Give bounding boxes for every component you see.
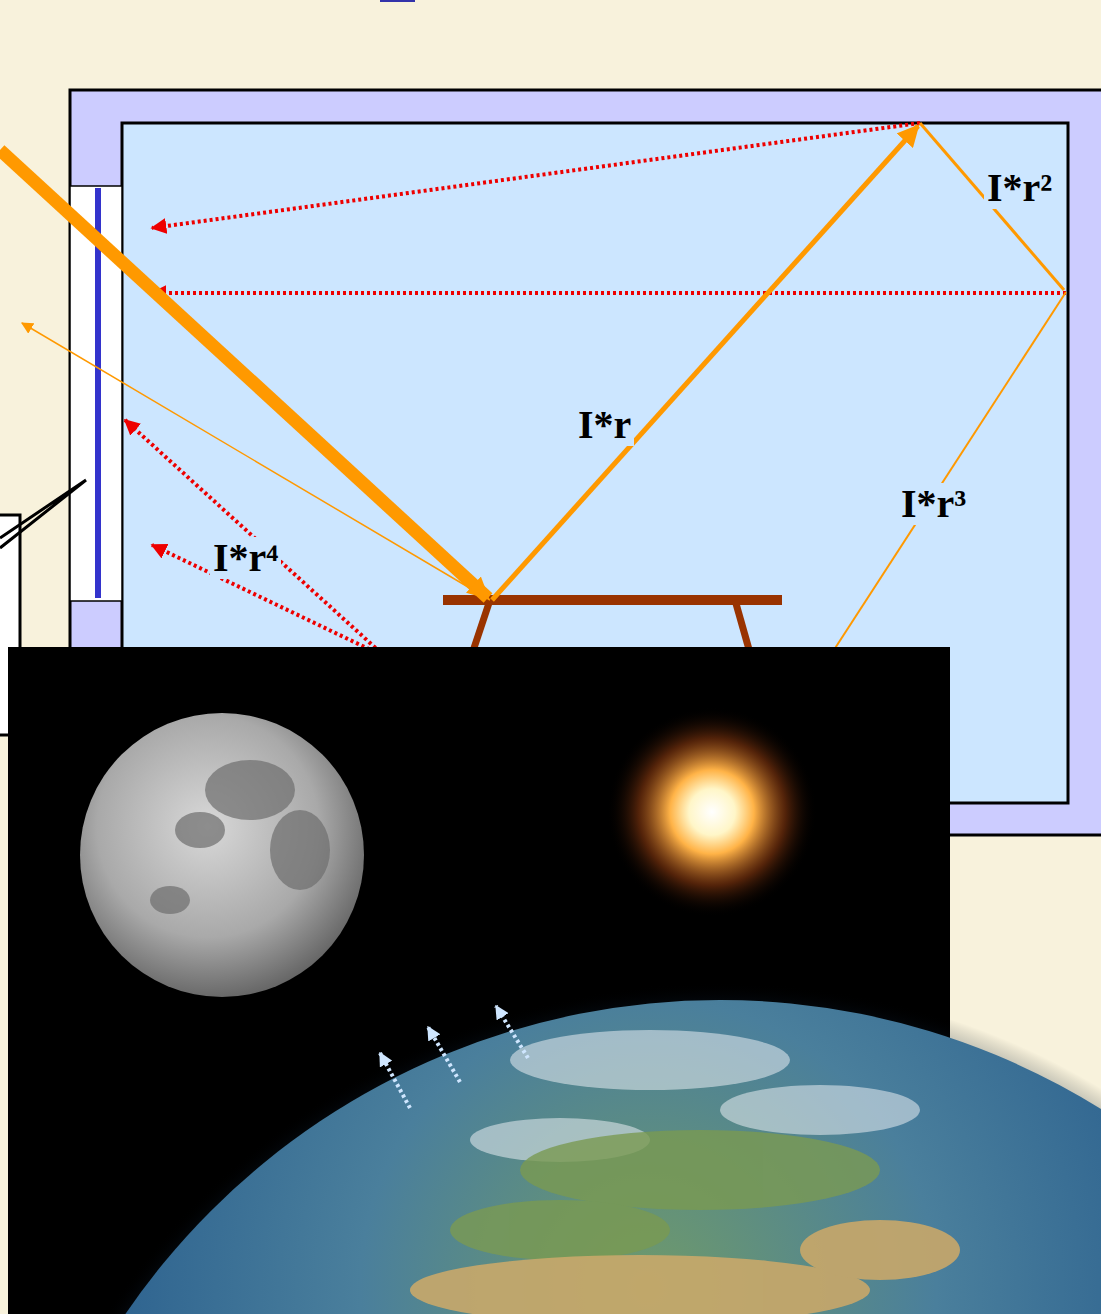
reflected-ray — [492, 126, 918, 600]
radiation-arrow — [428, 1027, 460, 1082]
moon — [80, 713, 364, 997]
atmosphere — [0, 982, 1101, 1314]
sun — [607, 707, 817, 917]
ray-label: I*r² — [984, 167, 1055, 209]
reflected-ray — [920, 123, 1064, 290]
reflected-ray — [152, 123, 920, 228]
reflected-ray — [152, 291, 1066, 295]
ray-label: I*r⁴ — [210, 537, 281, 579]
reflected-ray — [830, 292, 1066, 656]
observer-pointer — [0, 480, 86, 548]
space-photo — [0, 647, 1101, 1314]
top-rule — [380, 0, 415, 2]
ray-label: I*r — [575, 404, 634, 446]
ray-label: I*r³ — [898, 483, 969, 525]
escaping-ray — [22, 323, 490, 600]
incident-ray — [0, 150, 488, 598]
earth — [0, 1000, 1101, 1314]
reflected-ray — [125, 420, 380, 652]
radiation-arrow — [380, 1053, 410, 1108]
radiation-arrow — [496, 1006, 528, 1058]
